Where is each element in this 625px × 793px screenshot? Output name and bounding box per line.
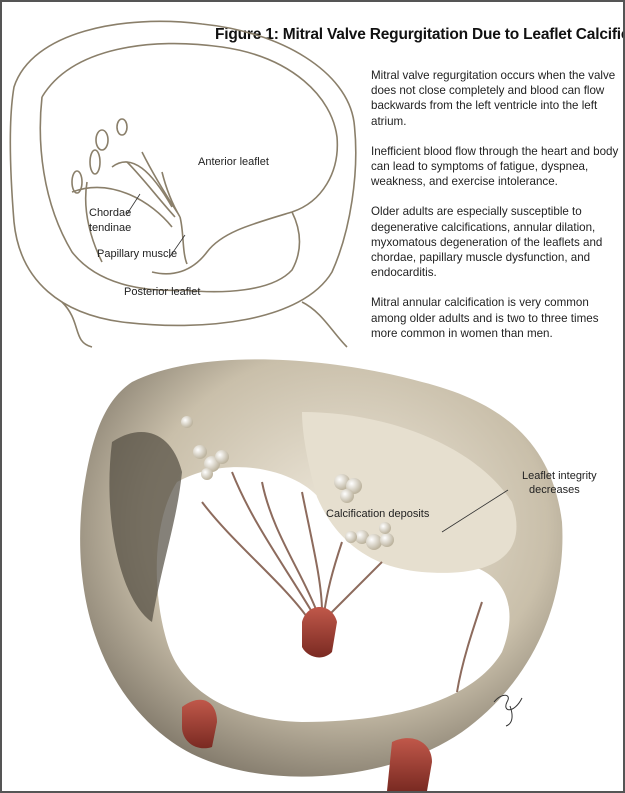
label-tendinae: tendinae: [89, 222, 132, 234]
paragraph: Mitral annular calcification is very com…: [371, 296, 599, 340]
paragraph: Older adults are especially susceptible …: [371, 205, 603, 280]
label-papillary-muscle: Papillary muscle: [97, 248, 178, 260]
label-chordae: Chordae: [89, 207, 132, 219]
paragraph: Mitral valve regurgitation occurs when t…: [371, 69, 616, 128]
label-posterior-leaflet: Posterior leaflet: [124, 286, 201, 298]
label-leaflet-integrity: Leaflet integrity: [522, 470, 597, 482]
description-text: Mitral valve regurgitation occurs when t…: [371, 68, 621, 356]
signature-mark: [493, 694, 523, 727]
figure-title: Figure 1: Mitral Valve Regurgitation Due…: [215, 26, 625, 43]
label-anterior-leaflet: Anterior leaflet: [198, 156, 269, 168]
paragraph: Inefficient blood flow through the heart…: [371, 144, 619, 189]
label-calcification-deposits: Calcification deposits: [326, 508, 430, 520]
valve-line-drawing: [9, 20, 357, 348]
label-decreases: decreases: [529, 484, 580, 496]
